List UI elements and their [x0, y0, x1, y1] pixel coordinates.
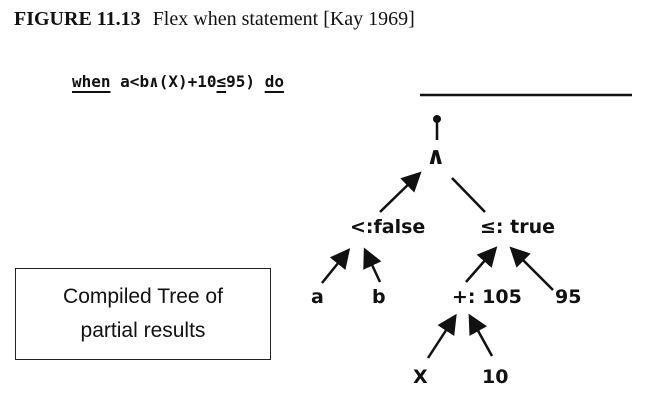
- expression-part-2: 95): [226, 72, 256, 91]
- edge-x: [426, 313, 457, 359]
- keyword-when: when: [72, 72, 111, 91]
- leaf-a: a: [311, 286, 324, 308]
- edge-plus: [465, 246, 498, 283]
- edge-10: [468, 313, 494, 357]
- figure-caption: Flex when statement [Kay 1969]: [152, 8, 415, 30]
- edge-a: [321, 248, 351, 284]
- le-operator: ≤: [216, 72, 227, 91]
- edge-95: [509, 246, 554, 291]
- node-less-equal: ≤: true: [480, 216, 555, 238]
- leaf-b: b: [372, 286, 386, 308]
- figure-title: FIGURE 11.13 Flex when statement [Kay 196…: [14, 8, 415, 31]
- node-less-than: <:false: [350, 216, 426, 238]
- legend-line-1: Compiled Tree of: [63, 285, 223, 308]
- code-line: when a<b∧(X)+10≤95) do: [72, 72, 284, 91]
- edge-right-to-and: [451, 177, 486, 213]
- figure-number: FIGURE 11.13: [14, 8, 141, 30]
- node-and: ∧: [426, 142, 446, 170]
- legend-line-2: partial results: [80, 319, 206, 342]
- edge-b: [363, 247, 382, 283]
- keyword-do: do: [264, 72, 284, 91]
- node-plus: +: 105: [452, 286, 522, 308]
- legend-box: Compiled Tree of partial results: [15, 268, 271, 360]
- leaf-10: 10: [482, 366, 509, 388]
- leaf-x: X: [413, 366, 428, 388]
- leaf-95: 95: [555, 286, 582, 308]
- edge-left-to-and: [379, 171, 422, 213]
- expression-part-1: a<b∧(X)+10: [120, 72, 217, 91]
